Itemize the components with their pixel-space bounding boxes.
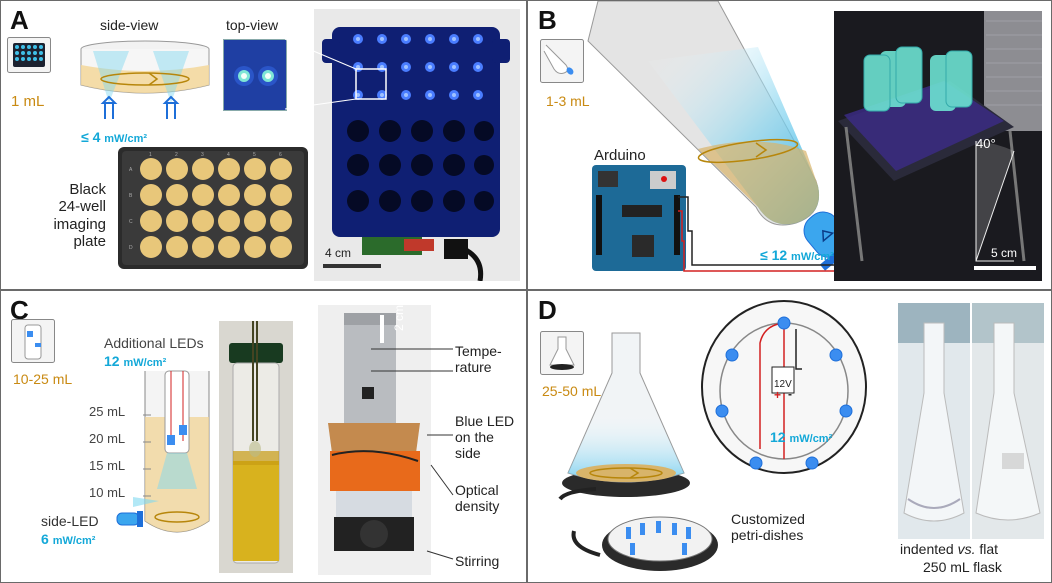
plus-sign: + bbox=[774, 388, 782, 402]
zoom-lines bbox=[284, 38, 357, 110]
side-led-symbol bbox=[116, 511, 143, 527]
led-ring-circuit bbox=[701, 300, 867, 474]
callout-label: Optical density bbox=[455, 482, 500, 515]
intensity-value: 12 bbox=[770, 429, 786, 445]
volume-label: 10-25 mL bbox=[13, 371, 73, 387]
level-label: 25 mL bbox=[89, 404, 126, 419]
side-led-label: side-LED bbox=[41, 513, 99, 529]
vial-icon bbox=[11, 319, 55, 363]
intensity-unit: mW/cm² bbox=[104, 133, 148, 145]
tube-icon bbox=[540, 39, 584, 83]
intensity-label: 12 mW/cm² bbox=[770, 429, 832, 446]
minus-sign: - bbox=[788, 387, 792, 401]
callout-label: Tempe- rature bbox=[455, 343, 502, 376]
flask-photo-flat bbox=[972, 303, 1044, 539]
petri-label: Customized petri-dishes bbox=[731, 511, 805, 544]
panel-label: B bbox=[538, 5, 557, 35]
flask-photo-indented bbox=[898, 303, 970, 539]
intensity-value: ≤ 12 bbox=[760, 247, 788, 263]
arduino-label: Arduino bbox=[594, 147, 646, 164]
level-label: 15 mL bbox=[89, 458, 126, 473]
plate-col-label: 1 bbox=[149, 152, 152, 158]
scale-bar bbox=[323, 264, 381, 268]
panel-b: B 1-3 mL Arduino bbox=[527, 0, 1052, 290]
intensity-label: ≤ 4 mW/cm² bbox=[81, 129, 147, 146]
volume-label: 1-3 mL bbox=[546, 93, 590, 109]
plate-label-line: Black bbox=[69, 181, 106, 198]
plate-col-label: 4 bbox=[227, 152, 230, 158]
flask-caption-part: indented bbox=[900, 541, 958, 557]
plate-col-label: 2 bbox=[175, 152, 178, 158]
volume-label: 25-50 mL bbox=[542, 383, 602, 399]
callout-label: Blue LED on the side bbox=[455, 413, 515, 462]
panel-d: D 25-50 mL Customized pet bbox=[527, 290, 1052, 583]
led-board-photo bbox=[314, 9, 520, 281]
flask-caption-vs: vs. bbox=[957, 541, 976, 557]
plate-row-label: D bbox=[129, 245, 133, 251]
panel-c: C 10-25 mL Additional LEDs 12 mW/cm² 25 … bbox=[0, 290, 527, 583]
plate-label: Black 24-well imaging plate bbox=[44, 181, 106, 250]
side-view-dish-diagram bbox=[80, 40, 210, 119]
plate-col-label: 6 bbox=[279, 152, 282, 158]
panel-label: D bbox=[538, 295, 557, 325]
tilted-tube-diagram bbox=[587, 1, 862, 274]
plate-col-label: 5 bbox=[253, 152, 256, 158]
callout-label: Stirring bbox=[455, 553, 500, 569]
angle-label: 40° bbox=[976, 136, 996, 151]
flask-diagram bbox=[562, 332, 690, 497]
scale-label: 2 cm bbox=[392, 304, 406, 331]
vial-diagram bbox=[133, 370, 210, 533]
flask-caption-2: 250 mL flask bbox=[923, 559, 1002, 575]
flask-caption: indented vs. flat bbox=[900, 541, 998, 557]
additional-leds-label: Additional LEDs bbox=[104, 335, 204, 351]
tubes-photo bbox=[834, 11, 1042, 281]
plate-row-label: B bbox=[129, 193, 133, 199]
plate-col-label: 3 bbox=[201, 152, 204, 158]
vial-photo bbox=[219, 321, 293, 573]
flask-caption-part: flat bbox=[975, 541, 999, 557]
imaging-plate-diagram: A B C D 1 2 3 4 5 6 bbox=[118, 147, 308, 269]
power-cable bbox=[558, 487, 597, 501]
plate-label-line: plate bbox=[73, 232, 106, 250]
panel-a: A 1 mL side-view top-view ≤ 4 mW/cm² bbox=[0, 0, 527, 290]
callout-lines bbox=[371, 348, 454, 560]
intensity-unit: mW/cm² bbox=[789, 433, 833, 445]
well-plate-icon bbox=[7, 37, 51, 73]
plate-label-line: imaging bbox=[53, 215, 106, 233]
scale-label: 5 cm bbox=[991, 246, 1018, 260]
device-photo bbox=[318, 305, 431, 575]
plate-label-line: 24-well bbox=[58, 198, 106, 216]
level-label: 20 mL bbox=[89, 431, 126, 446]
top-view-label: top-view bbox=[226, 17, 279, 33]
arduino-board bbox=[592, 165, 686, 271]
volume-label: 1 mL bbox=[11, 93, 45, 110]
flask-icon bbox=[540, 331, 584, 375]
petri-dish-diagram bbox=[571, 516, 718, 571]
additional-intensity: 12 mW/cm² bbox=[104, 353, 166, 370]
top-view-photo bbox=[223, 39, 287, 111]
panel-label: A bbox=[10, 5, 29, 35]
additional-intensity-unit: mW/cm² bbox=[123, 357, 167, 369]
voltage-label: 12V bbox=[774, 379, 792, 390]
additional-intensity-value: 12 bbox=[104, 353, 120, 369]
intensity-label: ≤ 12 mW/cm² bbox=[760, 247, 834, 264]
intensity-unit: mW/cm² bbox=[791, 251, 834, 263]
panel-label: C bbox=[10, 295, 29, 325]
side-view-label: side-view bbox=[100, 17, 159, 33]
plate-row-label: A bbox=[129, 167, 133, 173]
intensity-value: ≤ 4 bbox=[81, 129, 101, 145]
level-label: 10 mL bbox=[89, 485, 126, 500]
side-intensity-value: 6 bbox=[41, 531, 49, 547]
plate-row-label: C bbox=[129, 219, 133, 225]
side-intensity-unit: mW/cm² bbox=[52, 535, 96, 547]
scale-label: 4 cm bbox=[325, 246, 352, 260]
side-led-intensity: 6 mW/cm² bbox=[41, 531, 95, 548]
